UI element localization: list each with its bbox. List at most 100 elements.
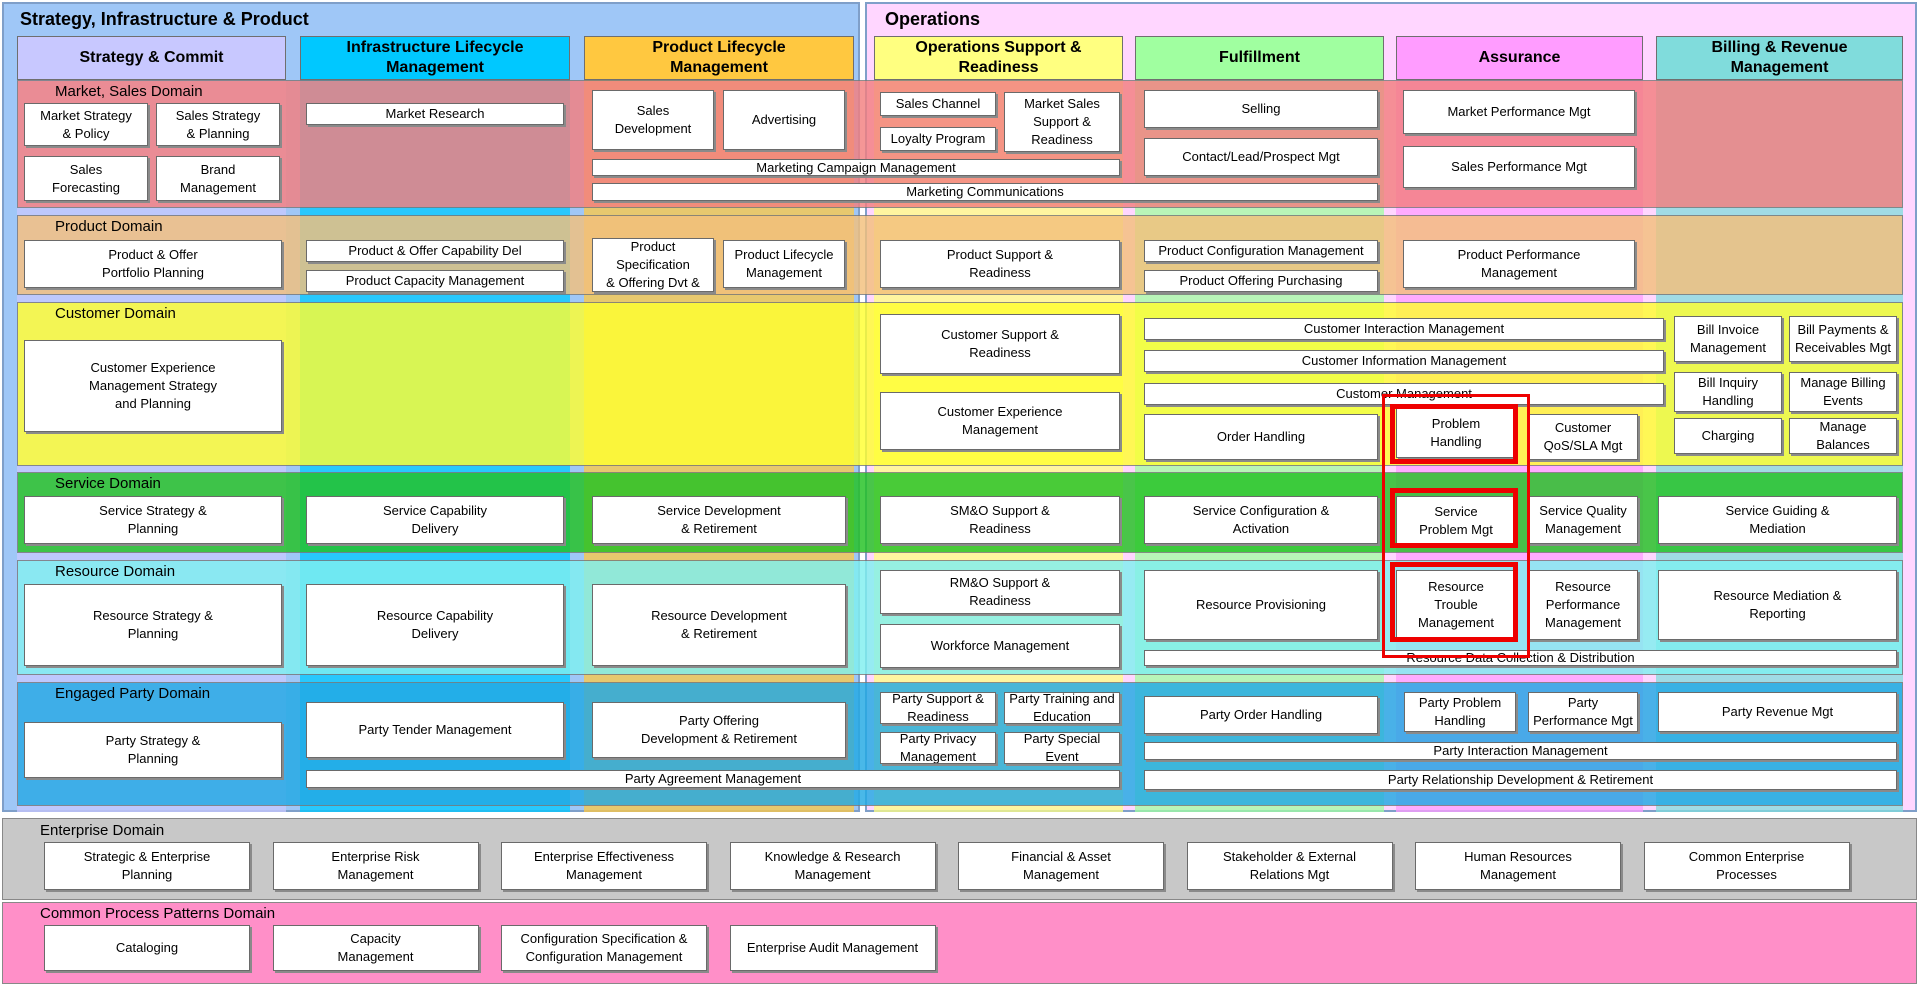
- process-box-70[interactable]: Party Agreement Management: [306, 770, 1120, 788]
- process-box-34[interactable]: Bill Invoice Management: [1674, 316, 1782, 362]
- process-box-14-label: Market Performance Mgt: [1447, 104, 1591, 119]
- process-box-1[interactable]: Sales Strategy & Planning: [156, 103, 280, 146]
- common-item-0[interactable]: Cataloging: [44, 925, 250, 971]
- process-box-62[interactable]: Party Training and Education: [1004, 692, 1120, 724]
- enterprise-item-1[interactable]: Enterprise Risk Management: [272, 842, 479, 890]
- process-box-53[interactable]: Resource Provisioning: [1144, 570, 1378, 640]
- process-box-41[interactable]: Service Capability Delivery: [306, 496, 564, 544]
- common-item-3[interactable]: Enterprise Audit Management: [729, 925, 936, 971]
- process-box-9[interactable]: Loyalty Program: [880, 127, 996, 151]
- process-box-11[interactable]: Marketing Communications: [592, 183, 1378, 201]
- process-box-28[interactable]: Customer Interaction Management: [1144, 318, 1664, 340]
- enterprise-item-7[interactable]: Common Enterprise Processes: [1643, 842, 1850, 890]
- process-box-42[interactable]: Service Development & Retirement: [592, 496, 846, 544]
- process-box-46[interactable]: Service Quality Management: [1528, 496, 1638, 544]
- enterprise-item-6[interactable]: Human Resources Management: [1415, 842, 1621, 890]
- process-box-27[interactable]: Customer Experience Management: [880, 392, 1120, 450]
- process-box-26[interactable]: Customer Support & Readiness: [880, 314, 1120, 374]
- process-box-9-label: Loyalty Program: [890, 131, 986, 146]
- process-box-66[interactable]: Party Problem Handling: [1404, 692, 1516, 732]
- column-header-3: Operations Support & Readiness: [874, 36, 1123, 80]
- process-box-50[interactable]: Resource Development & Retirement: [592, 584, 846, 666]
- process-box-29[interactable]: Customer Information Management: [1144, 350, 1664, 372]
- common-item-1[interactable]: Capacity Management: [272, 925, 479, 971]
- process-box-37[interactable]: Manage Billing Events: [1789, 372, 1897, 412]
- process-box-57-label: Resource Data Collection & Distribution: [1406, 650, 1635, 665]
- process-box-24[interactable]: Product Performance Management: [1403, 240, 1635, 288]
- process-box-64[interactable]: Party Special Event: [1004, 732, 1120, 764]
- process-box-8[interactable]: Market Sales Support & Readiness: [1004, 92, 1120, 152]
- process-box-56[interactable]: Resource Mediation & Reporting: [1658, 570, 1897, 640]
- process-box-36[interactable]: Bill Inquiry Handling: [1674, 372, 1782, 412]
- process-box-13-label: Contact/Lead/Prospect Mgt: [1182, 149, 1340, 164]
- process-box-45[interactable]: Service Problem Mgt: [1396, 496, 1516, 546]
- process-box-17[interactable]: Product & Offer Capability Del: [306, 240, 564, 262]
- process-box-47-label: Service Guiding & Mediation: [1725, 503, 1830, 536]
- process-box-33-label: Customer QoS/SLA Mgt: [1543, 420, 1623, 453]
- enterprise-item-0[interactable]: Strategic & Enterprise Planning: [44, 842, 250, 890]
- process-box-48[interactable]: Resource Strategy & Planning: [24, 584, 282, 666]
- process-box-19[interactable]: Product Specification & Offering Dvt &: [592, 238, 714, 292]
- process-box-14[interactable]: Market Performance Mgt: [1403, 90, 1635, 134]
- process-box-52[interactable]: Workforce Management: [880, 624, 1120, 668]
- process-box-28-label: Customer Interaction Management: [1303, 321, 1505, 336]
- process-box-40[interactable]: Service Strategy & Planning: [24, 496, 282, 544]
- process-box-61[interactable]: Party Support & Readiness: [880, 692, 996, 724]
- process-box-0[interactable]: Market Strategy & Policy: [24, 103, 148, 146]
- process-box-35[interactable]: Bill Payments & Receivables Mgt: [1789, 316, 1897, 362]
- process-box-23[interactable]: Product Offering Purchasing: [1144, 270, 1378, 292]
- process-box-69[interactable]: Party Interaction Management: [1144, 742, 1897, 760]
- process-box-57[interactable]: Resource Data Collection & Distribution: [1144, 650, 1897, 666]
- process-box-60[interactable]: Party Offering Development & Retirement: [592, 702, 846, 758]
- process-box-15[interactable]: Sales Performance Mgt: [1403, 146, 1635, 188]
- process-box-51[interactable]: RM&O Support & Readiness: [880, 570, 1120, 614]
- process-box-12-label: Selling: [1241, 101, 1281, 116]
- enterprise-item-3[interactable]: Knowledge & Research Management: [729, 842, 936, 890]
- process-box-25[interactable]: Customer Experience Management Strategy …: [24, 340, 282, 432]
- process-box-44[interactable]: Service Configuration & Activation: [1144, 496, 1378, 544]
- process-box-20[interactable]: Product Lifecycle Management: [723, 240, 845, 288]
- process-box-7[interactable]: Sales Channel: [880, 92, 996, 116]
- process-box-71[interactable]: Party Relationship Development & Retirem…: [1144, 770, 1897, 790]
- process-box-67[interactable]: Party Performance Mgt: [1528, 692, 1638, 732]
- process-box-32-label: Problem Handling: [1430, 416, 1482, 449]
- process-box-16[interactable]: Product & Offer Portfolio Planning: [24, 240, 282, 288]
- process-box-39[interactable]: Manage Balances: [1789, 418, 1897, 454]
- process-box-59[interactable]: Party Tender Management: [306, 702, 564, 758]
- common-item-1-label: Capacity Management: [337, 931, 414, 964]
- process-box-38[interactable]: Charging: [1674, 418, 1782, 454]
- process-box-68[interactable]: Party Revenue Mgt: [1658, 692, 1897, 732]
- process-box-54[interactable]: Resource Trouble Management: [1396, 570, 1516, 640]
- process-box-63[interactable]: Party Privacy Management: [880, 732, 996, 764]
- process-box-58[interactable]: Party Strategy & Planning: [24, 722, 282, 778]
- column-header-4-label: Fulfillment: [1219, 49, 1300, 66]
- process-box-55[interactable]: Resource Performance Management: [1528, 570, 1638, 640]
- process-box-65[interactable]: Party Order Handling: [1144, 696, 1378, 734]
- process-box-6[interactable]: Advertising: [723, 90, 845, 150]
- process-box-22[interactable]: Product Configuration Management: [1144, 240, 1378, 262]
- enterprise-item-5[interactable]: Stakeholder & External Relations Mgt: [1186, 842, 1393, 890]
- process-box-21[interactable]: Product Support & Readiness: [880, 240, 1120, 288]
- process-box-4[interactable]: Market Research: [306, 103, 564, 125]
- domain-title-1: Product Domain: [55, 218, 163, 235]
- common-item-2[interactable]: Configuration Specification & Configurat…: [501, 925, 707, 971]
- process-box-25-label: Customer Experience Management Strategy …: [89, 360, 217, 411]
- process-box-49[interactable]: Resource Capability Delivery: [306, 584, 564, 666]
- enterprise-item-5-label: Stakeholder & External Relations Mgt: [1223, 849, 1356, 882]
- process-box-12[interactable]: Selling: [1144, 90, 1378, 128]
- process-box-10[interactable]: Marketing Campaign Management: [592, 159, 1120, 176]
- process-box-18[interactable]: Product Capacity Management: [306, 270, 564, 292]
- domain-title-3: Service Domain: [55, 475, 161, 492]
- process-box-47[interactable]: Service Guiding & Mediation: [1658, 496, 1897, 544]
- process-box-43[interactable]: SM&O Support & Readiness: [880, 496, 1120, 544]
- enterprise-item-4[interactable]: Financial & Asset Management: [958, 842, 1164, 890]
- process-box-31[interactable]: Order Handling: [1144, 414, 1378, 460]
- process-box-13[interactable]: Contact/Lead/Prospect Mgt: [1144, 138, 1378, 176]
- process-box-3[interactable]: Brand Management: [156, 156, 280, 201]
- process-box-64-label: Party Special Event: [1023, 732, 1101, 764]
- process-box-33[interactable]: Customer QoS/SLA Mgt: [1528, 414, 1638, 460]
- process-box-32[interactable]: Problem Handling: [1396, 408, 1516, 458]
- process-box-5[interactable]: Sales Development: [592, 90, 714, 150]
- enterprise-item-2[interactable]: Enterprise Effectiveness Management: [501, 842, 707, 890]
- process-box-2[interactable]: Sales Forecasting: [24, 156, 148, 201]
